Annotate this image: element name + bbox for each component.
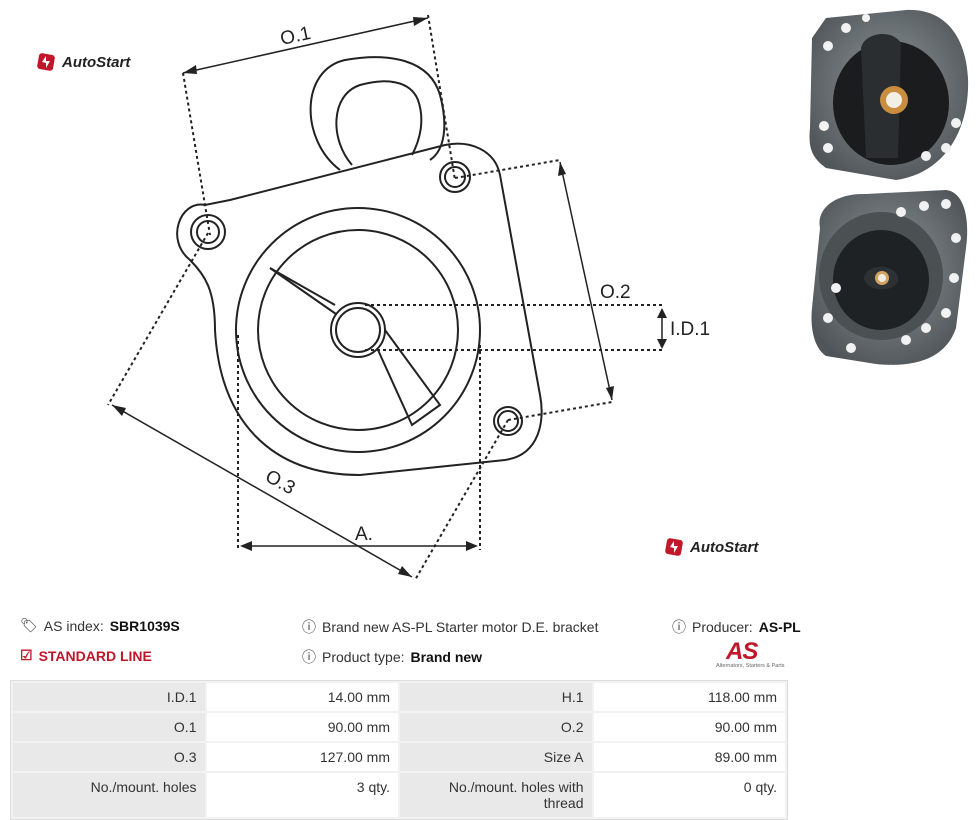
standard-line: ☑ STANDARD LINE bbox=[20, 647, 152, 664]
spec-key: O.3 bbox=[13, 743, 205, 771]
checkbox-icon: ☑ bbox=[20, 647, 33, 663]
mount-hole-left bbox=[190, 214, 226, 250]
spec-value: 14.00 mm bbox=[206, 683, 398, 711]
mount-hole-bottom bbox=[493, 406, 523, 436]
label-o2: O.2 bbox=[600, 282, 631, 303]
as-index-label: AS index: bbox=[43, 617, 104, 634]
producer: ⓘ Producer: AS-PL bbox=[672, 617, 801, 637]
as-pl-logo-tagline: Alternators, Starters & Parts bbox=[716, 663, 785, 669]
info-icon: ⓘ bbox=[672, 619, 686, 635]
mount-hole-top bbox=[439, 161, 471, 193]
as-index: 🏷 AS index: SBR1039S bbox=[20, 617, 180, 634]
spec-value: 0 qty. bbox=[593, 773, 785, 817]
spec-key: O.2 bbox=[400, 713, 592, 741]
description-text: Brand new AS-PL Starter motor D.E. brack… bbox=[322, 619, 599, 635]
info-icon: ⓘ bbox=[302, 649, 316, 665]
table-row: O.1 90.00 mm O.2 90.00 mm bbox=[13, 713, 785, 741]
table-row: O.3 127.00 mm Size A 89.00 mm bbox=[13, 743, 785, 771]
spec-value: 127.00 mm bbox=[206, 743, 398, 771]
specs-table: I.D.1 14.00 mm H.1 118.00 mm O.1 90.00 m… bbox=[10, 680, 788, 820]
product-photo-rear[interactable] bbox=[806, 8, 972, 183]
spec-key: I.D.1 bbox=[13, 683, 205, 711]
spec-key: Size A bbox=[400, 743, 592, 771]
as-pl-logo-mark: AS bbox=[726, 638, 758, 665]
label-id1: I.D.1 bbox=[670, 319, 710, 340]
spec-value: 90.00 mm bbox=[593, 713, 785, 741]
product-photo-front[interactable] bbox=[806, 188, 972, 368]
autostart-logo-bottom: AutoStart bbox=[664, 537, 758, 557]
spec-value: 89.00 mm bbox=[593, 743, 785, 771]
autostart-logo-top: AutoStart bbox=[36, 52, 130, 72]
label-a: A. bbox=[355, 524, 373, 545]
autostart-logo-icon bbox=[37, 53, 55, 71]
product-description: ⓘ Brand new AS-PL Starter motor D.E. bra… bbox=[302, 617, 599, 637]
spec-value: 118.00 mm bbox=[593, 683, 785, 711]
bracket-body bbox=[176, 142, 543, 477]
producer-label: Producer: bbox=[692, 619, 753, 635]
spec-key: No./mount. holes bbox=[13, 773, 205, 817]
label-o1: O.1 bbox=[278, 23, 312, 50]
spec-value: 90.00 mm bbox=[206, 713, 398, 741]
autostart-logo-text: AutoStart bbox=[62, 53, 131, 71]
autostart-logo-text: AutoStart bbox=[690, 538, 759, 556]
as-index-value: SBR1039S bbox=[109, 617, 180, 634]
bracket-top-ear bbox=[309, 56, 446, 171]
technical-drawing: O.1 O.2 I.D.1 O.3 A. bbox=[107, 14, 710, 581]
product-type: ⓘ Product type: Brand new bbox=[302, 647, 482, 667]
product-type-label: Product type: bbox=[322, 649, 405, 665]
producer-value: AS-PL bbox=[758, 619, 801, 635]
spec-key: No./mount. holes with thread bbox=[400, 773, 592, 817]
autostart-logo-icon bbox=[665, 538, 683, 556]
spec-key: H.1 bbox=[400, 683, 592, 711]
table-row: I.D.1 14.00 mm H.1 118.00 mm bbox=[13, 683, 785, 711]
info-icon: ⓘ bbox=[302, 619, 316, 635]
as-pl-logo: AS Alternators, Starters & Parts bbox=[716, 638, 806, 670]
product-type-value: Brand new bbox=[410, 649, 483, 665]
standard-line-label: STANDARD LINE bbox=[38, 647, 152, 664]
tag-icon: 🏷 bbox=[20, 617, 38, 633]
spec-value: 3 qty. bbox=[206, 773, 398, 817]
table-row: No./mount. holes 3 qty. No./mount. holes… bbox=[13, 773, 785, 817]
spec-key: O.1 bbox=[13, 713, 205, 741]
